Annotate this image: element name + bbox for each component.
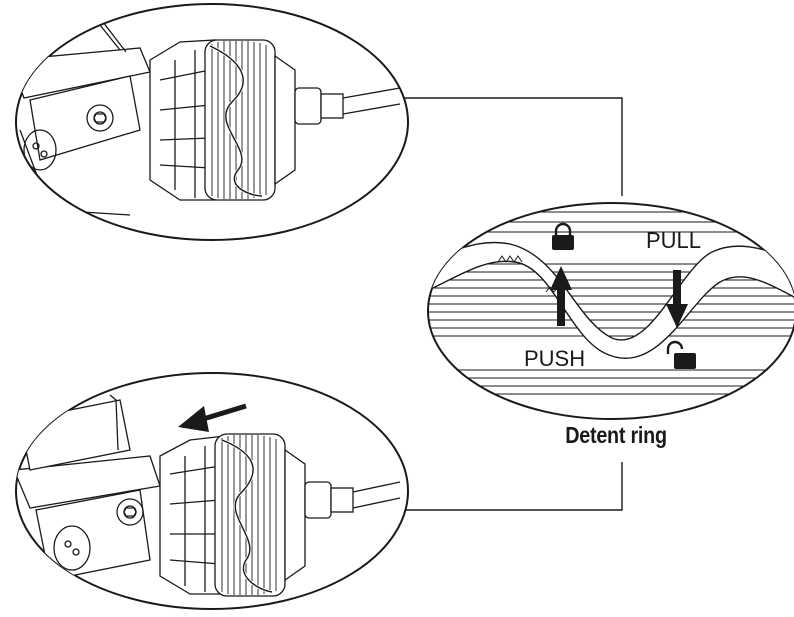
arrow-down-icon [666, 270, 688, 328]
connector-bottom [390, 462, 623, 511]
lock-closed-icon [552, 222, 574, 250]
arrow-up-icon [550, 266, 572, 326]
connector-top [392, 97, 623, 196]
zoom-view-bottom [15, 372, 409, 610]
caption-detent-ring: Detent ring [565, 422, 667, 448]
push-label: PUSH [524, 346, 585, 371]
detent-wave-band [428, 242, 794, 359]
bolt-head [116, 498, 144, 526]
arrow-left-icon [178, 403, 247, 432]
ring-grooves [221, 435, 277, 595]
lock-open-icon [666, 340, 696, 369]
connector-lines [390, 97, 623, 511]
bolt-head [86, 104, 114, 132]
ring-wave [221, 439, 273, 593]
detent-ring-detail: PULL PUSH [427, 202, 794, 420]
pull-label: PULL [646, 228, 701, 253]
zoom-view-top [15, 3, 409, 241]
